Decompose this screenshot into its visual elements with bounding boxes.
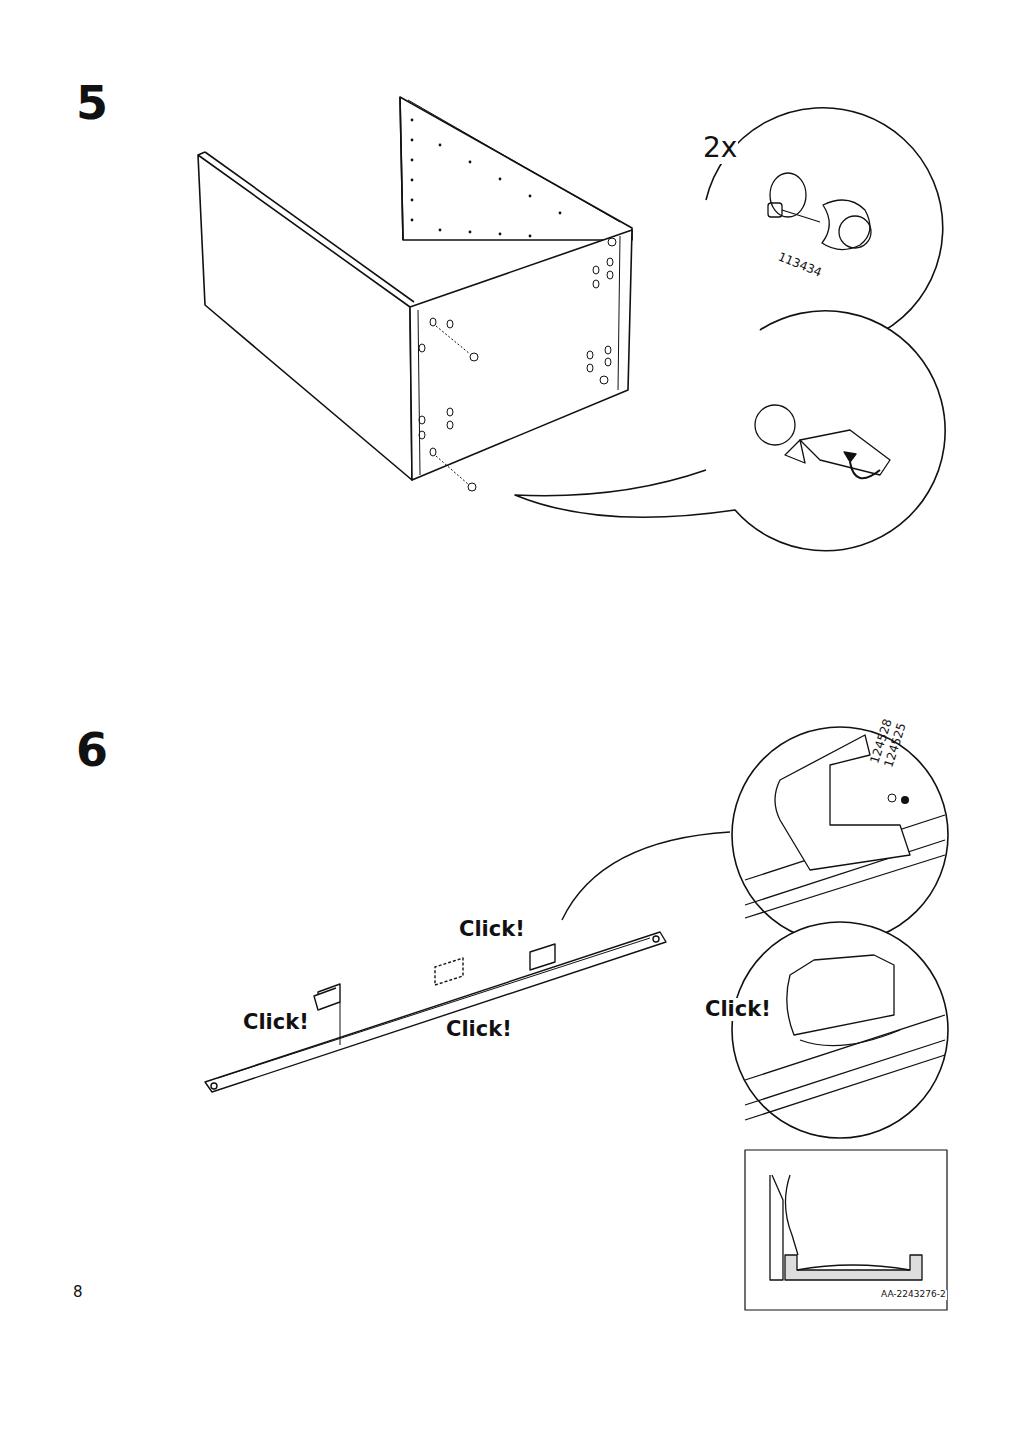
- click-label: Click!: [704, 998, 772, 1021]
- page-number: 8: [72, 1284, 84, 1301]
- click-label: Click!: [458, 918, 526, 941]
- step-number: 5: [75, 78, 109, 129]
- step-number: 6: [75, 725, 109, 776]
- document-code: AA-2243276-2: [880, 1290, 947, 1300]
- click-label: Click!: [242, 1011, 310, 1034]
- click-label: Click!: [445, 1018, 513, 1041]
- quantity-label: 2x: [702, 133, 738, 164]
